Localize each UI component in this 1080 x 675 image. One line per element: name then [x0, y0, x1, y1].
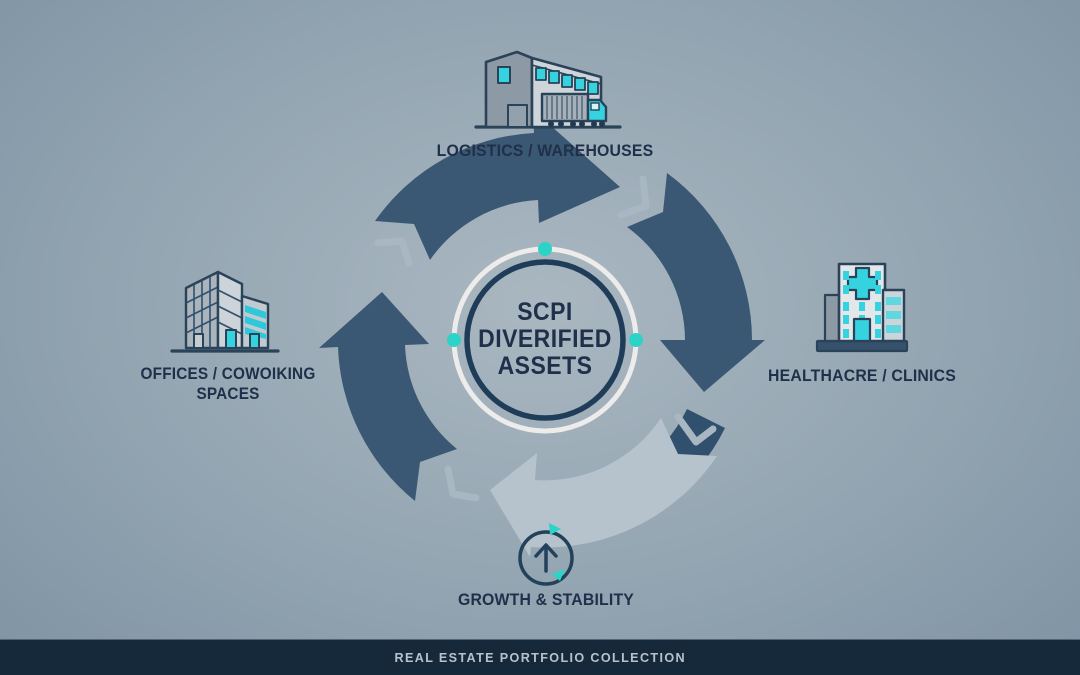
center-title-line1: SCPI [517, 298, 573, 326]
growth-teal-accent-top [549, 523, 561, 535]
chevron-bottom-right-icon [674, 413, 717, 446]
label-growth-stability: GROWTH & STABILITY [457, 590, 635, 609]
center-title-line3: ASSETS [497, 352, 593, 380]
truck-wheels [548, 121, 605, 127]
ring-dot-left [447, 333, 461, 347]
ring-dot-top [538, 242, 552, 256]
cycle-arrow-left [319, 292, 457, 501]
truck-trailer [540, 92, 590, 123]
label-offices-line2: SPACES [196, 385, 260, 403]
chevron-top-right-icon [617, 175, 650, 219]
office-door-annex [249, 333, 260, 349]
cycle-arrow-right [627, 173, 765, 392]
growth-teal-accent-bottom [552, 569, 565, 581]
hospital-base [815, 339, 909, 353]
trailer-ribs [546, 96, 583, 119]
annex-window-bands [886, 297, 901, 333]
office-left-grid [185, 276, 219, 348]
hospital-icon [815, 262, 909, 353]
center-title: SCPI DIVERIFIED ASSETS [462, 299, 628, 380]
footer-caption: REAL ESTATE PORTFOLIO COLLECTION [394, 650, 686, 665]
growth-arrow-icon [518, 523, 574, 586]
warehouse-door [507, 104, 528, 128]
cycle-arrow-bottom [490, 418, 717, 557]
center-ring-inner [464, 259, 626, 421]
label-offices-line1: OFFICES / COWOIKING [140, 365, 316, 383]
hospital-door [852, 317, 872, 343]
hall-windows [535, 67, 599, 95]
office-building-icon [170, 270, 280, 353]
center-title-line2: DIVERIFIED [478, 325, 612, 353]
label-offices-coworking: OFFICES / COWOIKING SPACES [107, 364, 349, 404]
office-door-front [225, 329, 237, 349]
chevron-bottom-left-icon [444, 465, 480, 502]
up-arrow-icon [534, 543, 558, 573]
warehouse-truck-icon [474, 50, 622, 129]
label-healthcare-clinics: HEALTHACRE / CLINICS [768, 366, 956, 385]
warehouse-window [497, 66, 511, 84]
growth-circle [518, 530, 574, 586]
ring-dot-right [629, 333, 643, 347]
office-floor-lines [217, 289, 243, 335]
cycle-arrow-top [375, 110, 620, 260]
office-door-left [193, 333, 204, 349]
chevron-marks [374, 175, 717, 502]
label-logistics-warehouses: LOGISTICS / WAREHOUSES [436, 141, 654, 160]
footer-bar: REAL ESTATE PORTFOLIO COLLECTION [0, 639, 1080, 675]
chevron-top-left-icon [374, 237, 413, 267]
truck-cab-window [590, 102, 600, 111]
